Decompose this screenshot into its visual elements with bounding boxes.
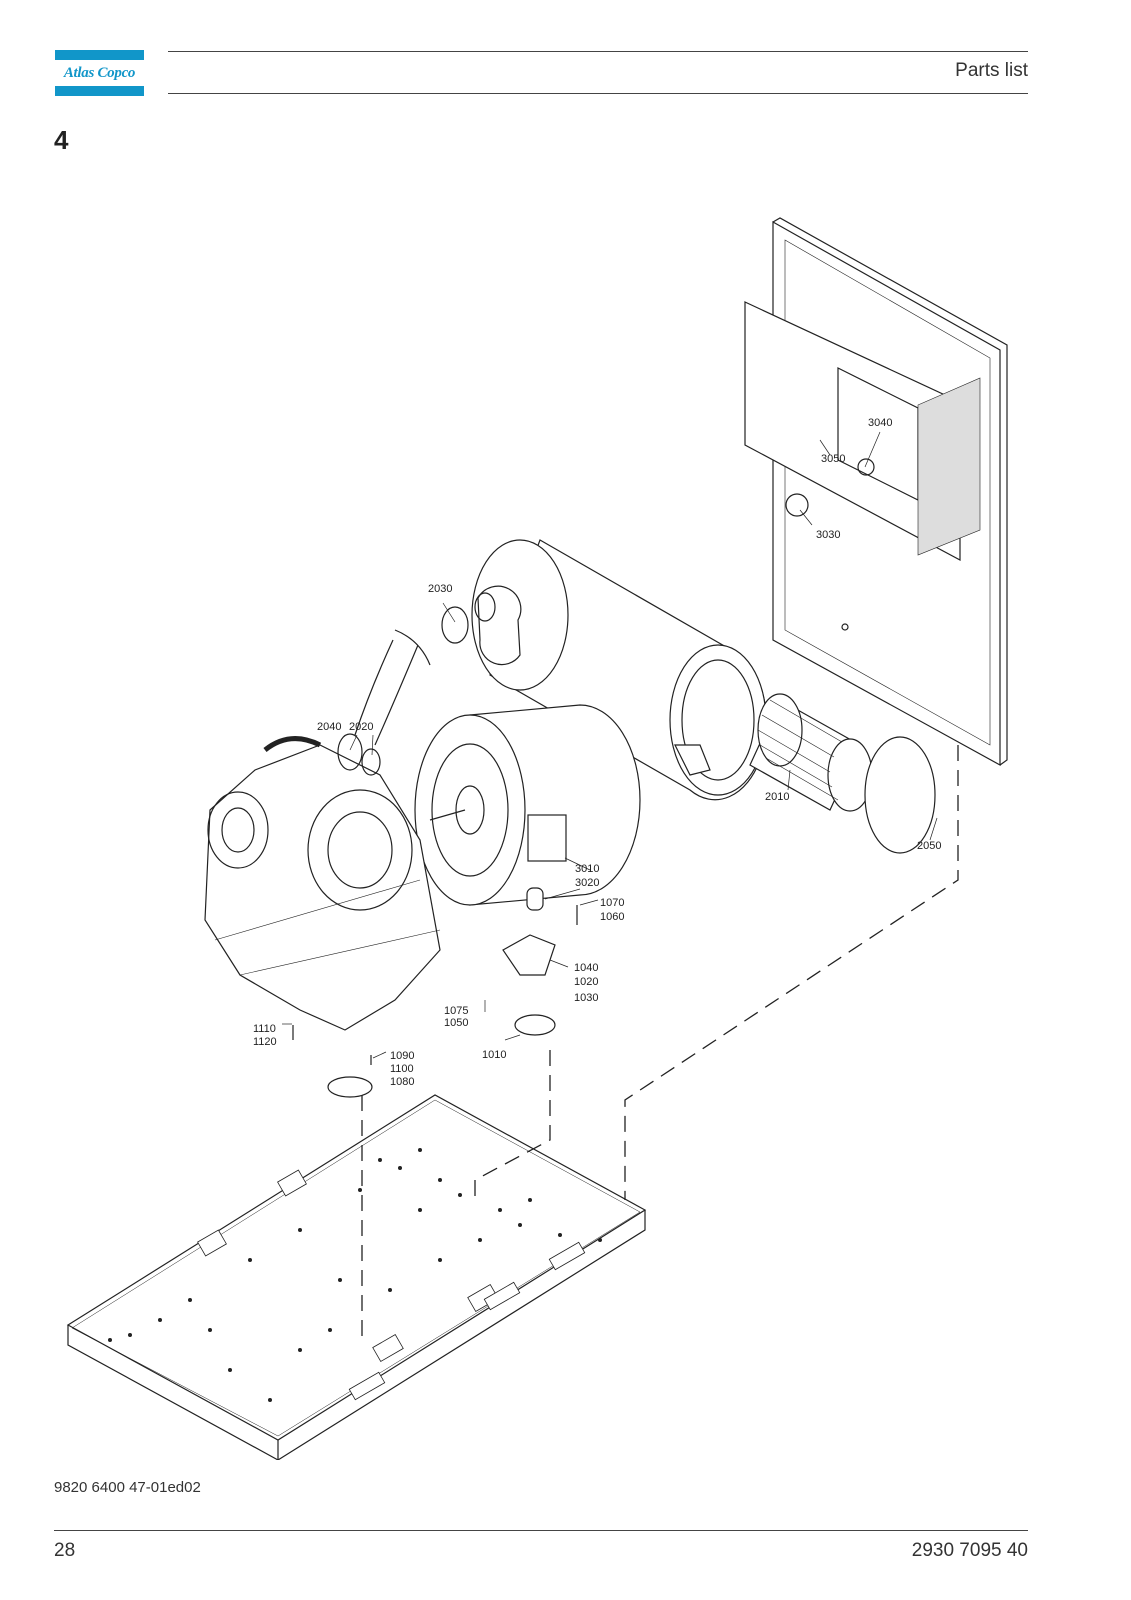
header-bottom-rule [168, 93, 1028, 94]
document-reference: 9820 6400 47-01ed02 [54, 1479, 201, 1496]
canopy-panel [744, 217, 1008, 767]
callout-2040: 2040 [317, 721, 341, 733]
logo-bottom-bar [55, 86, 144, 96]
hose-and-clamps [337, 592, 496, 776]
compressor-element [204, 736, 441, 1031]
cover-plate [864, 736, 936, 854]
page-title: Parts list [955, 60, 1028, 81]
callout-3050: 3050 [821, 453, 845, 465]
callout-1075: 1075 [444, 1005, 468, 1017]
callout-1050: 1050 [444, 1017, 468, 1029]
electric-motor [414, 704, 641, 906]
callout-1040: 1040 [574, 962, 598, 974]
callout-1110: 1110 [253, 1023, 276, 1035]
page-number: 28 [54, 1540, 76, 1561]
callout-leaders [282, 431, 938, 1059]
callout-1080: 1080 [390, 1076, 414, 1088]
callout-1010: 1010 [482, 1049, 506, 1061]
logo-wordmark: Atlas Copco [63, 65, 136, 81]
section-number: 4 [54, 125, 69, 155]
atlas-copco-logo: Atlas Copco [55, 50, 144, 96]
callout-1100: 1100 [390, 1063, 414, 1075]
callout-1020: 1020 [574, 976, 598, 988]
mounting-parts [292, 887, 578, 1098]
header-top-rule [168, 51, 1028, 52]
callout-2010: 2010 [765, 791, 789, 803]
callout-2050: 2050 [917, 840, 941, 852]
callout-1120: 1120 [253, 1036, 277, 1048]
exploded-parts-drawing: 2030 2040 2020 2010 2050 3040 3050 3030 … [66, 217, 1008, 1460]
callout-1060: 1060 [600, 911, 624, 923]
callout-2020: 2020 [349, 721, 373, 733]
callout-1090: 1090 [390, 1050, 414, 1062]
callout-1030: 1030 [574, 992, 598, 1004]
callout-3030: 3030 [816, 529, 840, 541]
callout-3040: 3040 [868, 417, 892, 429]
logo-top-bar [55, 50, 144, 60]
part-number: 2930 7095 40 [911, 1540, 1028, 1561]
callout-3020: 3020 [575, 877, 599, 889]
callout-1070: 1070 [600, 897, 624, 909]
callout-labels: 2030 2040 2020 2010 2050 3040 3050 3030 … [253, 417, 941, 1088]
footer-rule [54, 1530, 1028, 1531]
separator-element [749, 693, 873, 812]
callout-2030: 2030 [428, 583, 452, 595]
callout-3010: 3010 [575, 863, 599, 875]
assembly-lines [361, 745, 959, 1340]
air-receiver-tank [471, 539, 768, 801]
base-frame [66, 1094, 647, 1460]
